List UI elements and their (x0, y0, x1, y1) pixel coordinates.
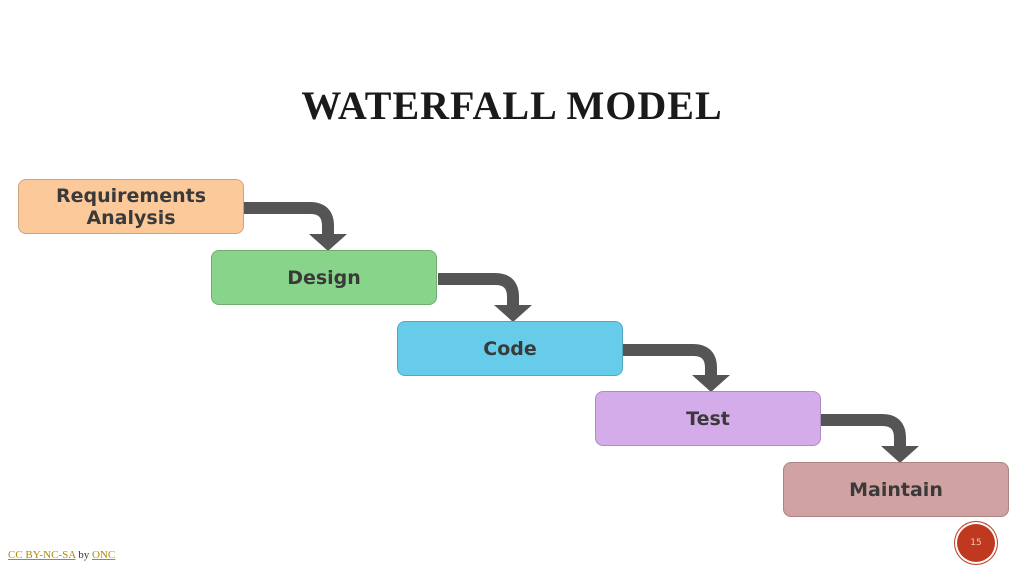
by-text: by (78, 549, 90, 561)
page-number-badge: 15 (957, 524, 995, 562)
stage-label: Maintain (849, 478, 943, 501)
stage-label: Design (287, 266, 361, 289)
stage-design: Design (211, 250, 437, 305)
stage-label: Requirements Analysis (55, 184, 206, 229)
stage-label: Test (686, 407, 730, 430)
stage-requirements-analysis: Requirements Analysis (18, 179, 244, 234)
page-number: 15 (970, 538, 982, 548)
stage-maintain: Maintain (783, 462, 1009, 517)
slide-title: WATERFALL MODEL (301, 83, 723, 128)
license-footer: CC BY-NC-SA by ONC (8, 549, 115, 561)
arrowhead-2 (494, 305, 532, 322)
stage-label: Code (483, 337, 537, 360)
arrow-3 (623, 344, 717, 377)
author-link[interactable]: ONC (92, 549, 116, 561)
arrowhead-3 (692, 375, 730, 392)
arrowhead-1 (309, 234, 347, 251)
stage-code: Code (397, 321, 623, 376)
arrow-2 (438, 273, 519, 307)
arrow-4 (821, 414, 906, 448)
license-link[interactable]: CC BY-NC-SA (8, 549, 76, 561)
arrowhead-4 (881, 446, 919, 463)
stage-test: Test (595, 391, 821, 446)
arrow-1 (244, 202, 334, 236)
